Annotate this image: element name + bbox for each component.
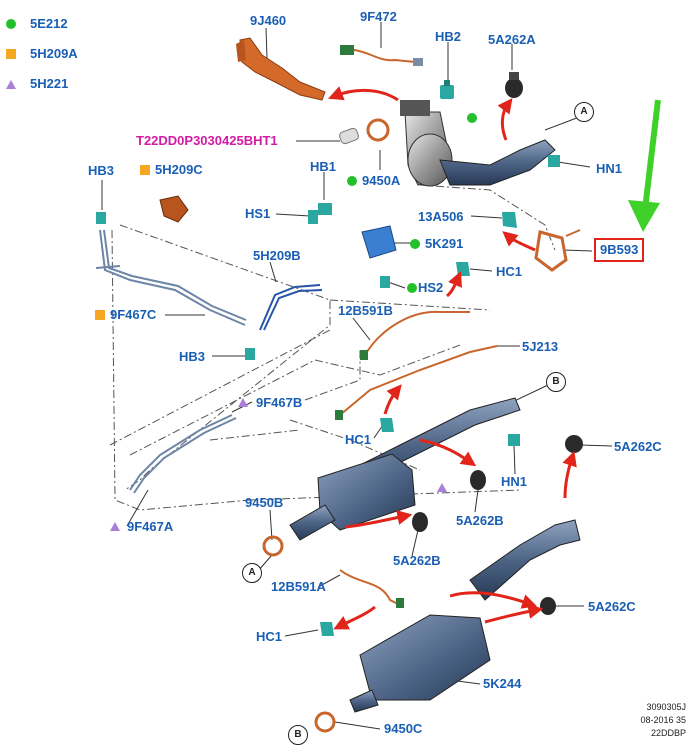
label-5a262a: 5A262A bbox=[488, 32, 536, 47]
bolt-hb3-bottom bbox=[245, 348, 255, 360]
clip-hc1-bottom bbox=[320, 622, 334, 636]
tube-9f467 bbox=[129, 414, 237, 494]
label-hb3-bottom: HB3 bbox=[179, 349, 206, 364]
label-hb1: HB1 bbox=[310, 159, 337, 174]
rear-muffler-5k244 bbox=[349, 614, 491, 713]
label-9b593-highlighted: 9B593 bbox=[594, 238, 645, 262]
nut-hn1-bottom bbox=[508, 434, 520, 446]
label-9f467b: 9F467B bbox=[256, 395, 303, 410]
legend-item-orange: 5H209A bbox=[30, 46, 78, 61]
footer-code: 22DDBP bbox=[650, 728, 686, 738]
legend-item-purple: 5H221 bbox=[30, 76, 69, 91]
footer-drawing-number: 3090305J bbox=[646, 702, 686, 712]
label-hb2: HB2 bbox=[435, 29, 462, 44]
nut-hn1-top bbox=[548, 155, 560, 167]
label-9f467c: 9F467C bbox=[110, 307, 157, 322]
label-9f472: 9F472 bbox=[360, 9, 397, 24]
label-5j213: 5J213 bbox=[522, 339, 559, 354]
legend-item-green: 5E212 bbox=[30, 16, 68, 31]
bracket-5k291 bbox=[361, 225, 397, 259]
guide-lines bbox=[109, 184, 556, 511]
rubber-mount-5a262b-right bbox=[470, 470, 486, 490]
rubber-mount-5a262c-bottom bbox=[540, 597, 556, 615]
stud-hs1 bbox=[308, 210, 318, 224]
clamp-9b593 bbox=[534, 229, 581, 272]
footer-date: 08-2016 35 bbox=[640, 715, 686, 725]
label-12b591b: 12B591B bbox=[338, 303, 393, 318]
label-5a262c-bottom: 5A262C bbox=[588, 599, 636, 614]
label-5a262b-bottom: 5A262B bbox=[393, 553, 441, 568]
label-9450a: 9450A bbox=[362, 173, 401, 188]
red-arrows bbox=[328, 86, 577, 630]
bolt-hb3-top bbox=[96, 212, 106, 224]
lines-5h209b bbox=[259, 284, 323, 331]
label-hs1: HS1 bbox=[245, 206, 271, 221]
label-9450b: 9450B bbox=[245, 495, 284, 510]
leader-lines bbox=[101, 22, 613, 730]
legend-markers bbox=[6, 19, 16, 89]
heat-shield-9j460 bbox=[236, 37, 326, 101]
label-5a262c-top: 5A262C bbox=[614, 439, 662, 454]
gasket-9450b bbox=[262, 535, 284, 557]
sensor-wire-12b591b bbox=[360, 310, 470, 360]
catalytic-converter bbox=[400, 100, 556, 187]
label-5a262b-right: 5A262B bbox=[456, 513, 504, 528]
gasket-t22dd bbox=[339, 127, 359, 145]
label-9j460: 9J460 bbox=[250, 13, 287, 28]
clip-hc1-mid bbox=[456, 262, 470, 276]
ref-letter-a-bottom: A bbox=[242, 563, 262, 583]
label-hn1-top: HN1 bbox=[596, 161, 623, 176]
dpf-unit bbox=[289, 453, 416, 541]
clip-hc1-left bbox=[380, 418, 394, 432]
tube-lines bbox=[95, 229, 247, 326]
label-9f467a: 9F467A bbox=[127, 519, 174, 534]
gasket-9450a bbox=[366, 118, 390, 142]
label-t22dd0p3030425bht1: T22DD0P3030425BHT1 bbox=[136, 133, 278, 148]
label-5h209c: 5H209C bbox=[155, 162, 203, 177]
label-5k244: 5K244 bbox=[483, 676, 522, 691]
sensor-wire-12b591a bbox=[339, 569, 404, 608]
rubber-mount-5a262b-bottom bbox=[412, 512, 428, 532]
bolt-hb2 bbox=[440, 80, 454, 99]
label-hs2: HS2 bbox=[418, 280, 444, 295]
rubber-mount-5a262a bbox=[505, 72, 523, 98]
label-5h209b: 5H209B bbox=[253, 248, 301, 263]
stud-hs2 bbox=[380, 276, 390, 288]
bracket-5h209c bbox=[159, 195, 189, 223]
label-13a506: 13A506 bbox=[418, 209, 464, 224]
label-5k291: 5K291 bbox=[425, 236, 464, 251]
ref-letter-a-top: A bbox=[574, 102, 594, 122]
rear-pipe bbox=[469, 519, 581, 601]
label-12b591a: 12B591A bbox=[271, 579, 326, 594]
oxygen-sensor-9f472 bbox=[340, 45, 423, 66]
label-hc1-left: HC1 bbox=[345, 432, 372, 447]
ref-letter-b-mid: B bbox=[546, 372, 566, 392]
gasket-9450c bbox=[314, 711, 336, 733]
inline-markers bbox=[95, 113, 477, 531]
label-hb3-top: HB3 bbox=[88, 163, 115, 178]
green-pointer-arrow bbox=[628, 99, 661, 232]
label-hc1-bottom: HC1 bbox=[256, 629, 283, 644]
label-9450c: 9450C bbox=[384, 721, 423, 736]
label-hn1-bottom: HN1 bbox=[501, 474, 528, 489]
ref-letter-b-bottom: B bbox=[288, 725, 308, 745]
clip-13a506 bbox=[502, 212, 517, 228]
rubber-mount-5a262c-top bbox=[565, 435, 583, 453]
bolt-hb1 bbox=[318, 203, 332, 215]
wire-5j213 bbox=[335, 345, 498, 420]
label-hc1-mid: HC1 bbox=[496, 264, 523, 279]
